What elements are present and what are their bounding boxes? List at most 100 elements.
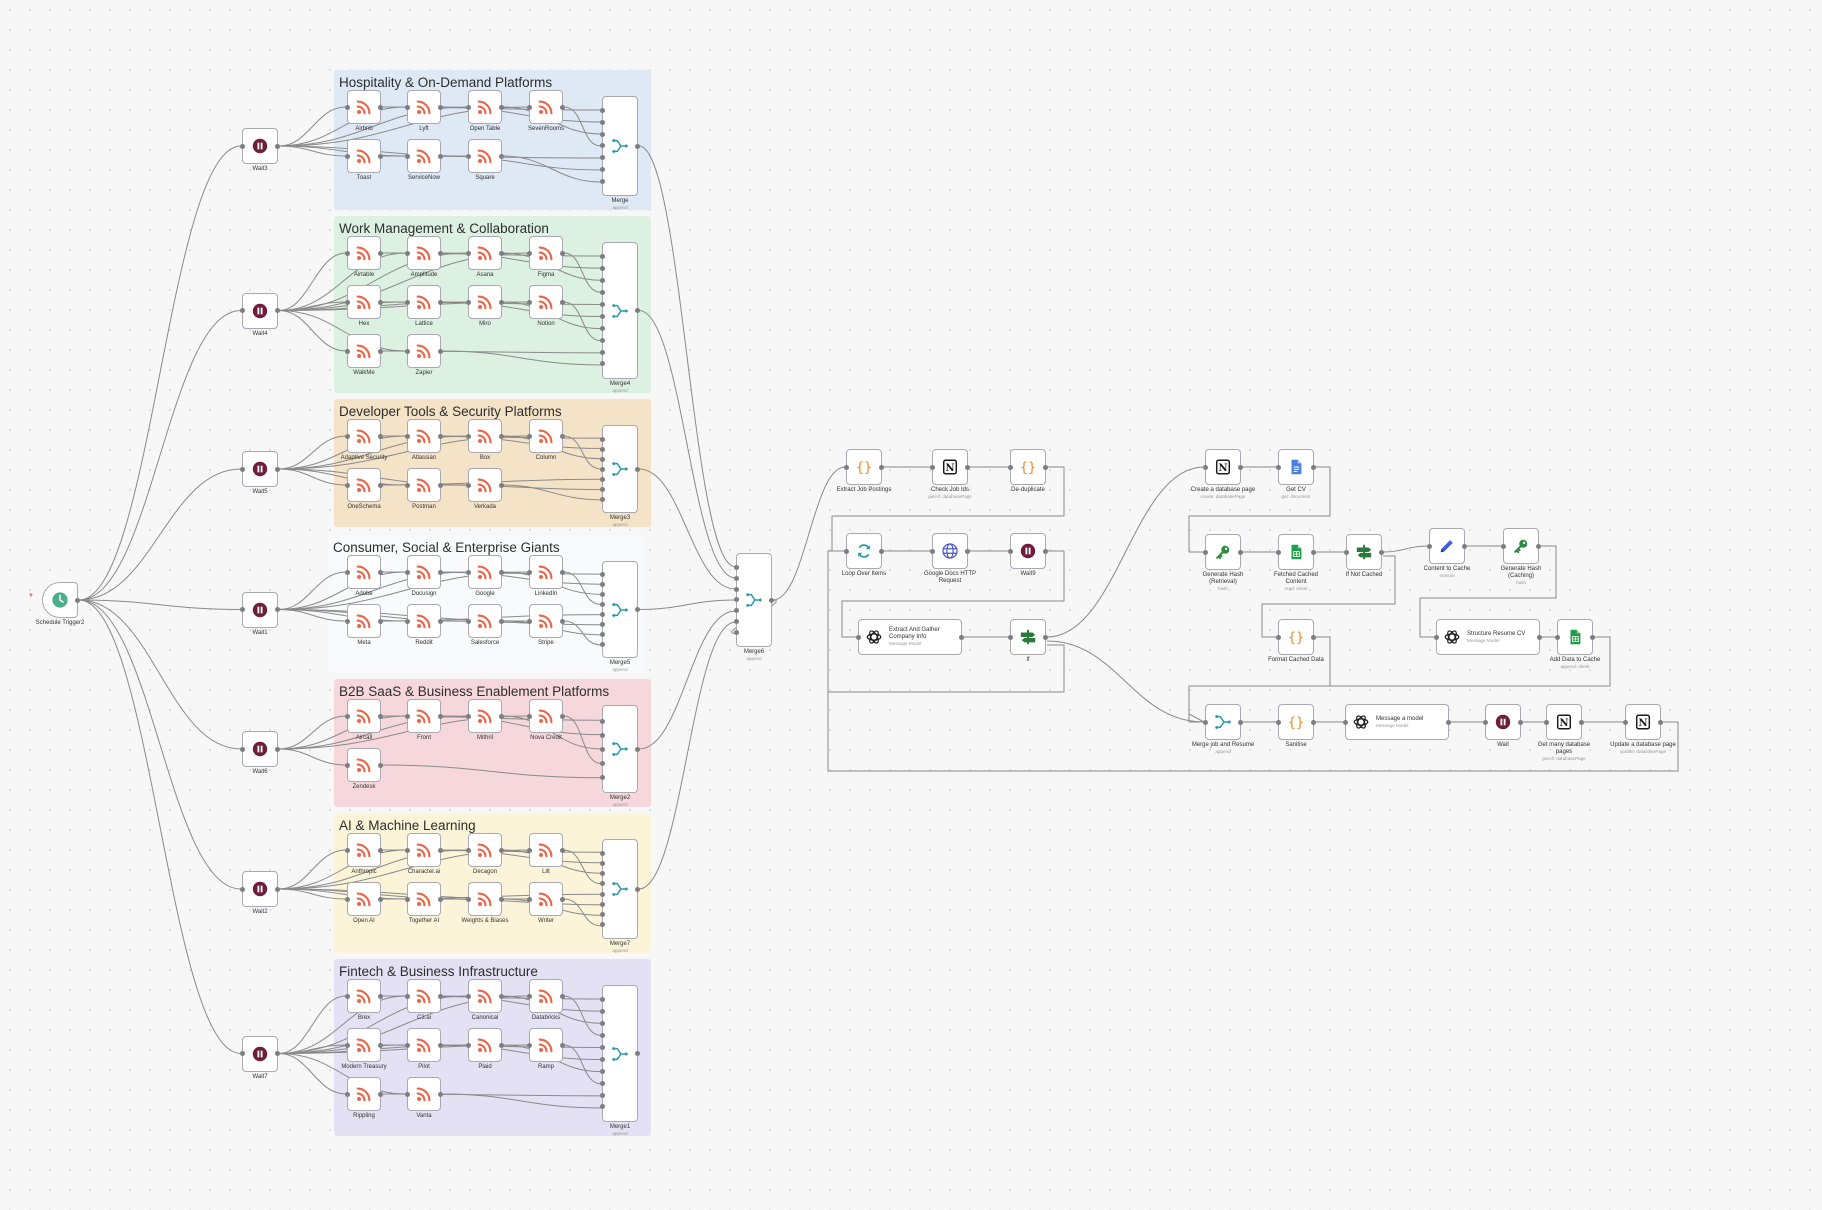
output-handle[interactable]	[438, 847, 443, 853]
wait-node[interactable]: Wait	[1483, 704, 1523, 748]
input-handle[interactable]	[240, 746, 245, 752]
input-handle[interactable]	[1276, 719, 1281, 725]
rss-feed-node[interactable]: Verkada	[466, 468, 504, 510]
rss-feed-node[interactable]: Brex	[345, 979, 383, 1021]
rss-feed-node[interactable]: OneSchema	[345, 468, 383, 510]
input-handle[interactable]	[405, 713, 410, 719]
rss-feed-node[interactable]: Front	[405, 699, 443, 741]
output-handle[interactable]	[438, 896, 443, 902]
merge-input-handles[interactable]	[734, 562, 739, 638]
rss-feed-node[interactable]: Square	[466, 139, 504, 181]
input-handle[interactable]	[466, 847, 471, 853]
input-handle[interactable]	[345, 993, 350, 999]
output-handle[interactable]	[378, 299, 383, 305]
output-handle[interactable]	[378, 104, 383, 110]
output-handle[interactable]	[1311, 549, 1316, 555]
output-handle[interactable]	[499, 847, 504, 853]
rss-feed-node[interactable]: Canonical	[466, 979, 504, 1021]
input-handle[interactable]	[240, 143, 245, 149]
input-handle[interactable]	[345, 482, 350, 488]
input-handle[interactable]	[345, 896, 350, 902]
output-handle[interactable]	[1043, 548, 1048, 554]
output-handle[interactable]	[499, 993, 504, 999]
output-handle[interactable]	[1238, 719, 1243, 725]
input-handle[interactable]	[527, 250, 532, 256]
input-handle[interactable]	[405, 482, 410, 488]
output-handle[interactable]	[560, 896, 565, 902]
rss-feed-node[interactable]: Adobe	[345, 555, 383, 597]
rss-feed-node[interactable]: Google	[466, 555, 504, 597]
input-handle[interactable]	[930, 548, 935, 554]
rss-feed-node[interactable]: Stripe	[527, 604, 565, 646]
output-handle[interactable]	[378, 250, 383, 256]
input-handle[interactable]	[844, 548, 849, 554]
output-handle[interactable]	[438, 618, 443, 624]
output-handle[interactable]	[965, 548, 970, 554]
output-handle[interactable]	[635, 746, 640, 752]
output-handle[interactable]	[1238, 464, 1243, 470]
input-handle[interactable]	[466, 433, 471, 439]
output-handle[interactable]	[1536, 543, 1541, 549]
output-handle[interactable]	[275, 466, 280, 472]
rss-feed-node[interactable]: Toast	[345, 139, 383, 181]
input-handle[interactable]	[405, 348, 410, 354]
input-handle[interactable]	[1544, 719, 1549, 725]
output-handle[interactable]	[1311, 634, 1316, 640]
output-handle[interactable]	[1579, 719, 1584, 725]
output-handle[interactable]	[635, 143, 640, 149]
output-handle[interactable]	[560, 433, 565, 439]
merge-input-handles[interactable]	[600, 994, 605, 1113]
output-handle[interactable]	[1537, 634, 1542, 640]
output-handle[interactable]	[1590, 634, 1595, 640]
wait-node[interactable]: Wait2	[240, 871, 280, 915]
output-handle[interactable]	[560, 569, 565, 575]
output-handle[interactable]	[635, 886, 640, 892]
output-handle[interactable]	[499, 713, 504, 719]
output-handle[interactable]	[635, 607, 640, 612]
input-handle[interactable]	[1008, 464, 1013, 470]
output-handle[interactable]	[275, 607, 280, 612]
output-handle[interactable]	[438, 993, 443, 999]
rss-feed-node[interactable]: Aircall	[345, 699, 383, 741]
input-handle[interactable]	[527, 299, 532, 305]
output-handle[interactable]	[499, 618, 504, 624]
rss-feed-node[interactable]: Writer	[527, 882, 565, 924]
input-handle[interactable]	[405, 250, 410, 256]
input-handle[interactable]	[1434, 634, 1439, 640]
output-handle[interactable]	[275, 143, 280, 149]
output-handle[interactable]	[1311, 464, 1316, 470]
rss-feed-node[interactable]: Asana	[466, 236, 504, 278]
input-handle[interactable]	[405, 896, 410, 902]
rss-feed-node[interactable]: Zendesk	[345, 748, 383, 790]
output-handle[interactable]	[499, 299, 504, 305]
rss-feed-node[interactable]: Postman	[405, 468, 443, 510]
rss-feed-node[interactable]: Adaptive Security	[341, 419, 387, 461]
rss-feed-node[interactable]: Ramp	[527, 1028, 565, 1070]
input-handle[interactable]	[466, 250, 471, 256]
rss-feed-node[interactable]: Lilt	[527, 833, 565, 875]
output-handle[interactable]	[438, 482, 443, 488]
output-handle[interactable]	[438, 104, 443, 110]
output-handle[interactable]	[378, 348, 383, 354]
input-handle[interactable]	[405, 104, 410, 110]
input-handle[interactable]	[345, 569, 350, 575]
input-handle[interactable]	[527, 104, 532, 110]
rss-feed-node[interactable]: Databricks	[527, 979, 565, 1021]
if-node-node[interactable]: If	[1008, 619, 1048, 663]
output-handle[interactable]	[560, 713, 565, 719]
input-handle[interactable]	[930, 464, 935, 470]
rss-feed-node[interactable]: Column	[527, 419, 565, 461]
output-handle[interactable]	[378, 618, 383, 624]
input-handle[interactable]	[345, 1091, 350, 1097]
output-handle[interactable]	[560, 104, 565, 110]
rss-feed-node[interactable]: Zapier	[405, 334, 443, 376]
input-handle[interactable]	[240, 1051, 245, 1056]
